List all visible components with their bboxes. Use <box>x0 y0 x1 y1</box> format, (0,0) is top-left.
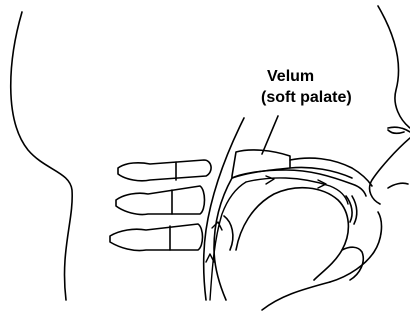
airflow-path-oral <box>246 178 348 204</box>
hard-palate-outline <box>232 170 366 196</box>
palate-bone-lower <box>290 167 352 178</box>
airflow-arrowhead-3 <box>266 176 274 184</box>
airflow-arrows <box>206 176 348 300</box>
nostril-outline <box>388 127 410 133</box>
vertebra-1 <box>118 160 211 181</box>
airflow-path-pharynx <box>210 182 246 300</box>
nasal-passage-mark <box>388 183 408 188</box>
velum-outline <box>232 150 290 178</box>
palate-bone-upper <box>290 158 372 186</box>
velum-label: Velum <box>267 67 314 87</box>
tongue-outline <box>236 188 348 280</box>
velum-pointer-line <box>262 116 278 154</box>
face-profile-outline <box>378 6 410 128</box>
skull-back-outline <box>11 12 72 300</box>
airflow-arrowhead-2 <box>212 222 222 230</box>
epiglottis-outline <box>224 216 233 250</box>
jaw-outline <box>262 282 330 310</box>
vertebra-2 <box>116 186 205 215</box>
cervical-vertebrae <box>110 160 211 251</box>
soft-palate-label: (soft palate) <box>261 88 352 108</box>
lower-teeth <box>342 247 363 280</box>
vertebra-3 <box>110 224 203 251</box>
upper-lip-outline <box>370 138 410 204</box>
